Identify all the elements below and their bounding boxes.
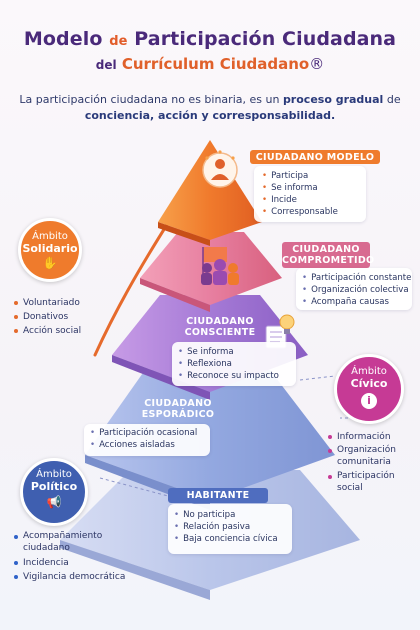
megaphone-icon: 📢 bbox=[46, 495, 62, 509]
ambito-politico-line1: Ámbito bbox=[36, 469, 72, 480]
list-item: Baja conciencia cívica bbox=[174, 533, 286, 545]
tier-consciente-card: Se informa Reflexiona Reconoce su impact… bbox=[172, 342, 296, 386]
list-item: Acompaña causas bbox=[302, 296, 406, 308]
list-item: Participación social bbox=[328, 470, 418, 494]
tier-modelo-list: Participa Se informa Incide Corresponsab… bbox=[262, 170, 358, 218]
tier-habitante-list: No participa Relación pasiva Baja concie… bbox=[174, 509, 286, 545]
ambito-civico-line1: Ámbito bbox=[351, 366, 387, 377]
tier-comprometido-title-line1: CIUDADANO bbox=[292, 244, 360, 255]
tier-modelo-shape bbox=[158, 140, 262, 246]
tier-comprometido-title: CIUDADANO COMPROMETIDO bbox=[282, 242, 375, 268]
ambito-politico-list: Acompañamiento ciudadano Incidencia Vigi… bbox=[14, 530, 164, 584]
list-item: Acompañamiento ciudadano bbox=[14, 530, 124, 554]
list-item: Donativos bbox=[14, 310, 81, 324]
group-icon bbox=[201, 247, 239, 285]
ambito-civico-badge: Ámbito Cívico i bbox=[334, 354, 404, 424]
tier-esporadico-title: CIUDADANO ESPORÁDICO bbox=[128, 398, 228, 420]
list-item: Se informa bbox=[262, 182, 358, 194]
title-word-de: de bbox=[109, 34, 128, 49]
registered-mark: ® bbox=[309, 55, 325, 73]
header: Modelo de Participación Ciudadana del Cu… bbox=[0, 28, 420, 73]
list-item: Incidencia bbox=[14, 556, 164, 570]
tier-habitante-card: No participa Relación pasiva Baja concie… bbox=[168, 504, 292, 554]
info-icon: i bbox=[361, 393, 377, 409]
page-title: Modelo de Participación Ciudadana bbox=[0, 28, 420, 50]
title-word-del: del bbox=[95, 58, 117, 72]
title-curriculum: Currículum Ciudadano bbox=[121, 55, 310, 73]
tier-habitante-title: HABITANTE bbox=[168, 488, 268, 503]
intro-part2: de bbox=[386, 93, 401, 106]
handshake-icon: ✋ bbox=[42, 256, 58, 270]
tier-esporadico-card: Participación ocasional Acciones aislada… bbox=[84, 424, 210, 456]
list-item: Relación pasiva bbox=[174, 521, 286, 533]
list-item: Incide bbox=[262, 194, 358, 206]
tier-consciente-title: CIUDADANO CONSCIENTE bbox=[170, 316, 270, 338]
ambito-solidario-badge: Ámbito Solidario ✋ bbox=[18, 218, 82, 282]
list-item: Acción social bbox=[14, 324, 81, 338]
tier-comprometido-card: Participación constante Organización col… bbox=[296, 268, 412, 310]
intro-part1: La participación ciudadana no es binaria… bbox=[19, 93, 280, 106]
ambito-solidario-line1: Ámbito bbox=[32, 231, 68, 242]
list-item: Reconoce su impacto bbox=[178, 370, 290, 382]
title-word-modelo: Modelo bbox=[23, 28, 103, 50]
list-item: Participación ocasional bbox=[90, 427, 204, 439]
intro-text: La participación ciudadana no es binaria… bbox=[16, 92, 404, 124]
list-item: Acciones aisladas bbox=[90, 439, 204, 451]
ambito-solidario-list: Voluntariado Donativos Acción social bbox=[14, 296, 81, 338]
list-item: Corresponsable bbox=[262, 206, 358, 218]
ambito-civico-list: Información Organización comunitaria Par… bbox=[328, 430, 418, 494]
ambito-politico-line2: Político bbox=[30, 480, 78, 493]
tier-esporadico-title-line1: CIUDADANO bbox=[144, 398, 212, 409]
list-item: Se informa bbox=[178, 346, 290, 358]
ambito-civico-line2: Cívico bbox=[350, 377, 388, 390]
ambito-politico-badge: Ámbito Político 📢 bbox=[20, 458, 88, 526]
list-item: Organización colectiva bbox=[302, 284, 409, 296]
ambito-solidario-line2: Solidario bbox=[22, 242, 78, 255]
tier-comprometido-title-line2: COMPROMETIDO bbox=[282, 255, 375, 266]
person-icon bbox=[202, 150, 238, 188]
intro-bold1: proceso gradual bbox=[282, 93, 384, 106]
list-item: Participación constante bbox=[302, 272, 411, 284]
list-item: Información bbox=[328, 430, 418, 444]
tier-consciente-title-line1: CIUDADANO bbox=[186, 316, 254, 327]
tier-esporadico-list: Participación ocasional Acciones aislada… bbox=[90, 427, 204, 451]
list-item: Organización comunitaria bbox=[328, 444, 418, 468]
list-item: Vigilancia democrática bbox=[14, 570, 164, 584]
page-subtitle-title: del Currículum Ciudadano® bbox=[0, 55, 420, 73]
tier-modelo-card: Participa Se informa Incide Corresponsab… bbox=[254, 166, 366, 222]
intro-bold2: conciencia, acción y corresponsabilidad. bbox=[84, 109, 336, 122]
list-item: No participa bbox=[174, 509, 286, 521]
list-item: Voluntariado bbox=[14, 296, 81, 310]
tier-comprometido-list: Participación constante Organización col… bbox=[302, 272, 411, 308]
connector-lines bbox=[99, 375, 372, 497]
tier-modelo-title: CIUDADANO MODELO bbox=[250, 150, 380, 164]
list-item: Participa bbox=[262, 170, 358, 182]
list-item: Reflexiona bbox=[178, 358, 290, 370]
tier-esporadico-title-line2: ESPORÁDICO bbox=[141, 409, 215, 420]
tier-consciente-list: Se informa Reflexiona Reconoce su impact… bbox=[178, 346, 290, 382]
tier-consciente-title-line2: CONSCIENTE bbox=[184, 327, 256, 338]
title-main: Participación Ciudadana bbox=[134, 28, 397, 50]
